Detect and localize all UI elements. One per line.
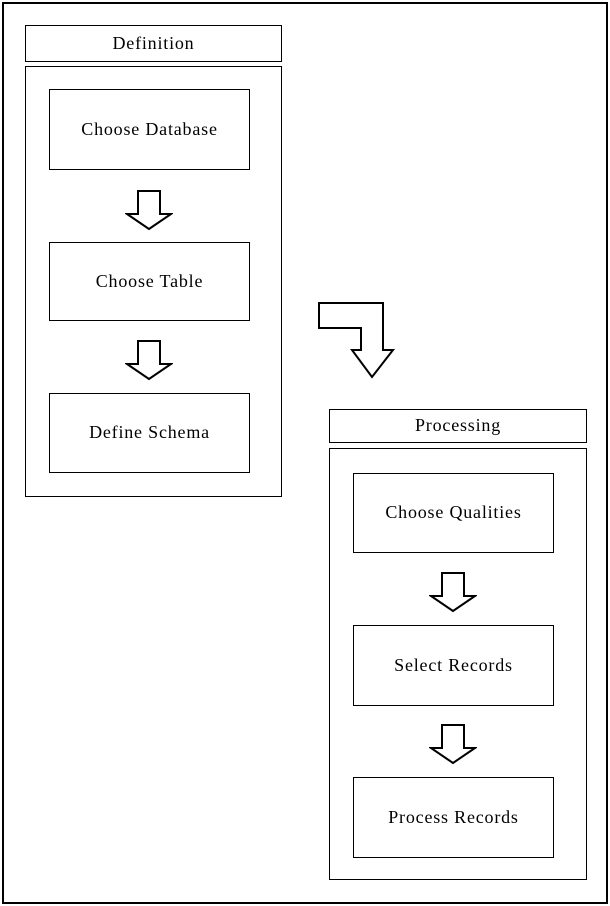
down-arrow-icon: [429, 572, 477, 613]
flow-step-choose-qualities: Choose Qualities: [353, 473, 554, 553]
flow-step-select-records-label: Select Records: [394, 654, 513, 675]
flow-step-process-records: Process Records: [353, 777, 554, 858]
flow-step-choose-database-label: Choose Database: [81, 118, 218, 139]
flow-step-choose-table: Choose Table: [49, 242, 250, 321]
flow-step-choose-database: Choose Database: [49, 89, 250, 170]
group-title-definition-label: Definition: [112, 32, 195, 53]
flow-step-define-schema-label: Define Schema: [89, 422, 210, 443]
flow-step-define-schema: Define Schema: [49, 393, 250, 473]
flow-step-process-records-label: Process Records: [388, 806, 519, 827]
flow-step-choose-qualities-label: Choose Qualities: [385, 502, 522, 523]
down-arrow-icon: [125, 190, 173, 231]
flow-step-choose-table-label: Choose Table: [95, 270, 204, 291]
group-title-definition: Definition: [25, 25, 282, 62]
flow-step-select-records: Select Records: [353, 625, 554, 706]
bent-arrow-icon: [318, 302, 396, 379]
group-title-processing: Processing: [329, 409, 587, 443]
down-arrow-icon: [429, 724, 477, 765]
group-title-processing-label: Processing: [415, 415, 501, 436]
down-arrow-icon: [125, 340, 173, 381]
